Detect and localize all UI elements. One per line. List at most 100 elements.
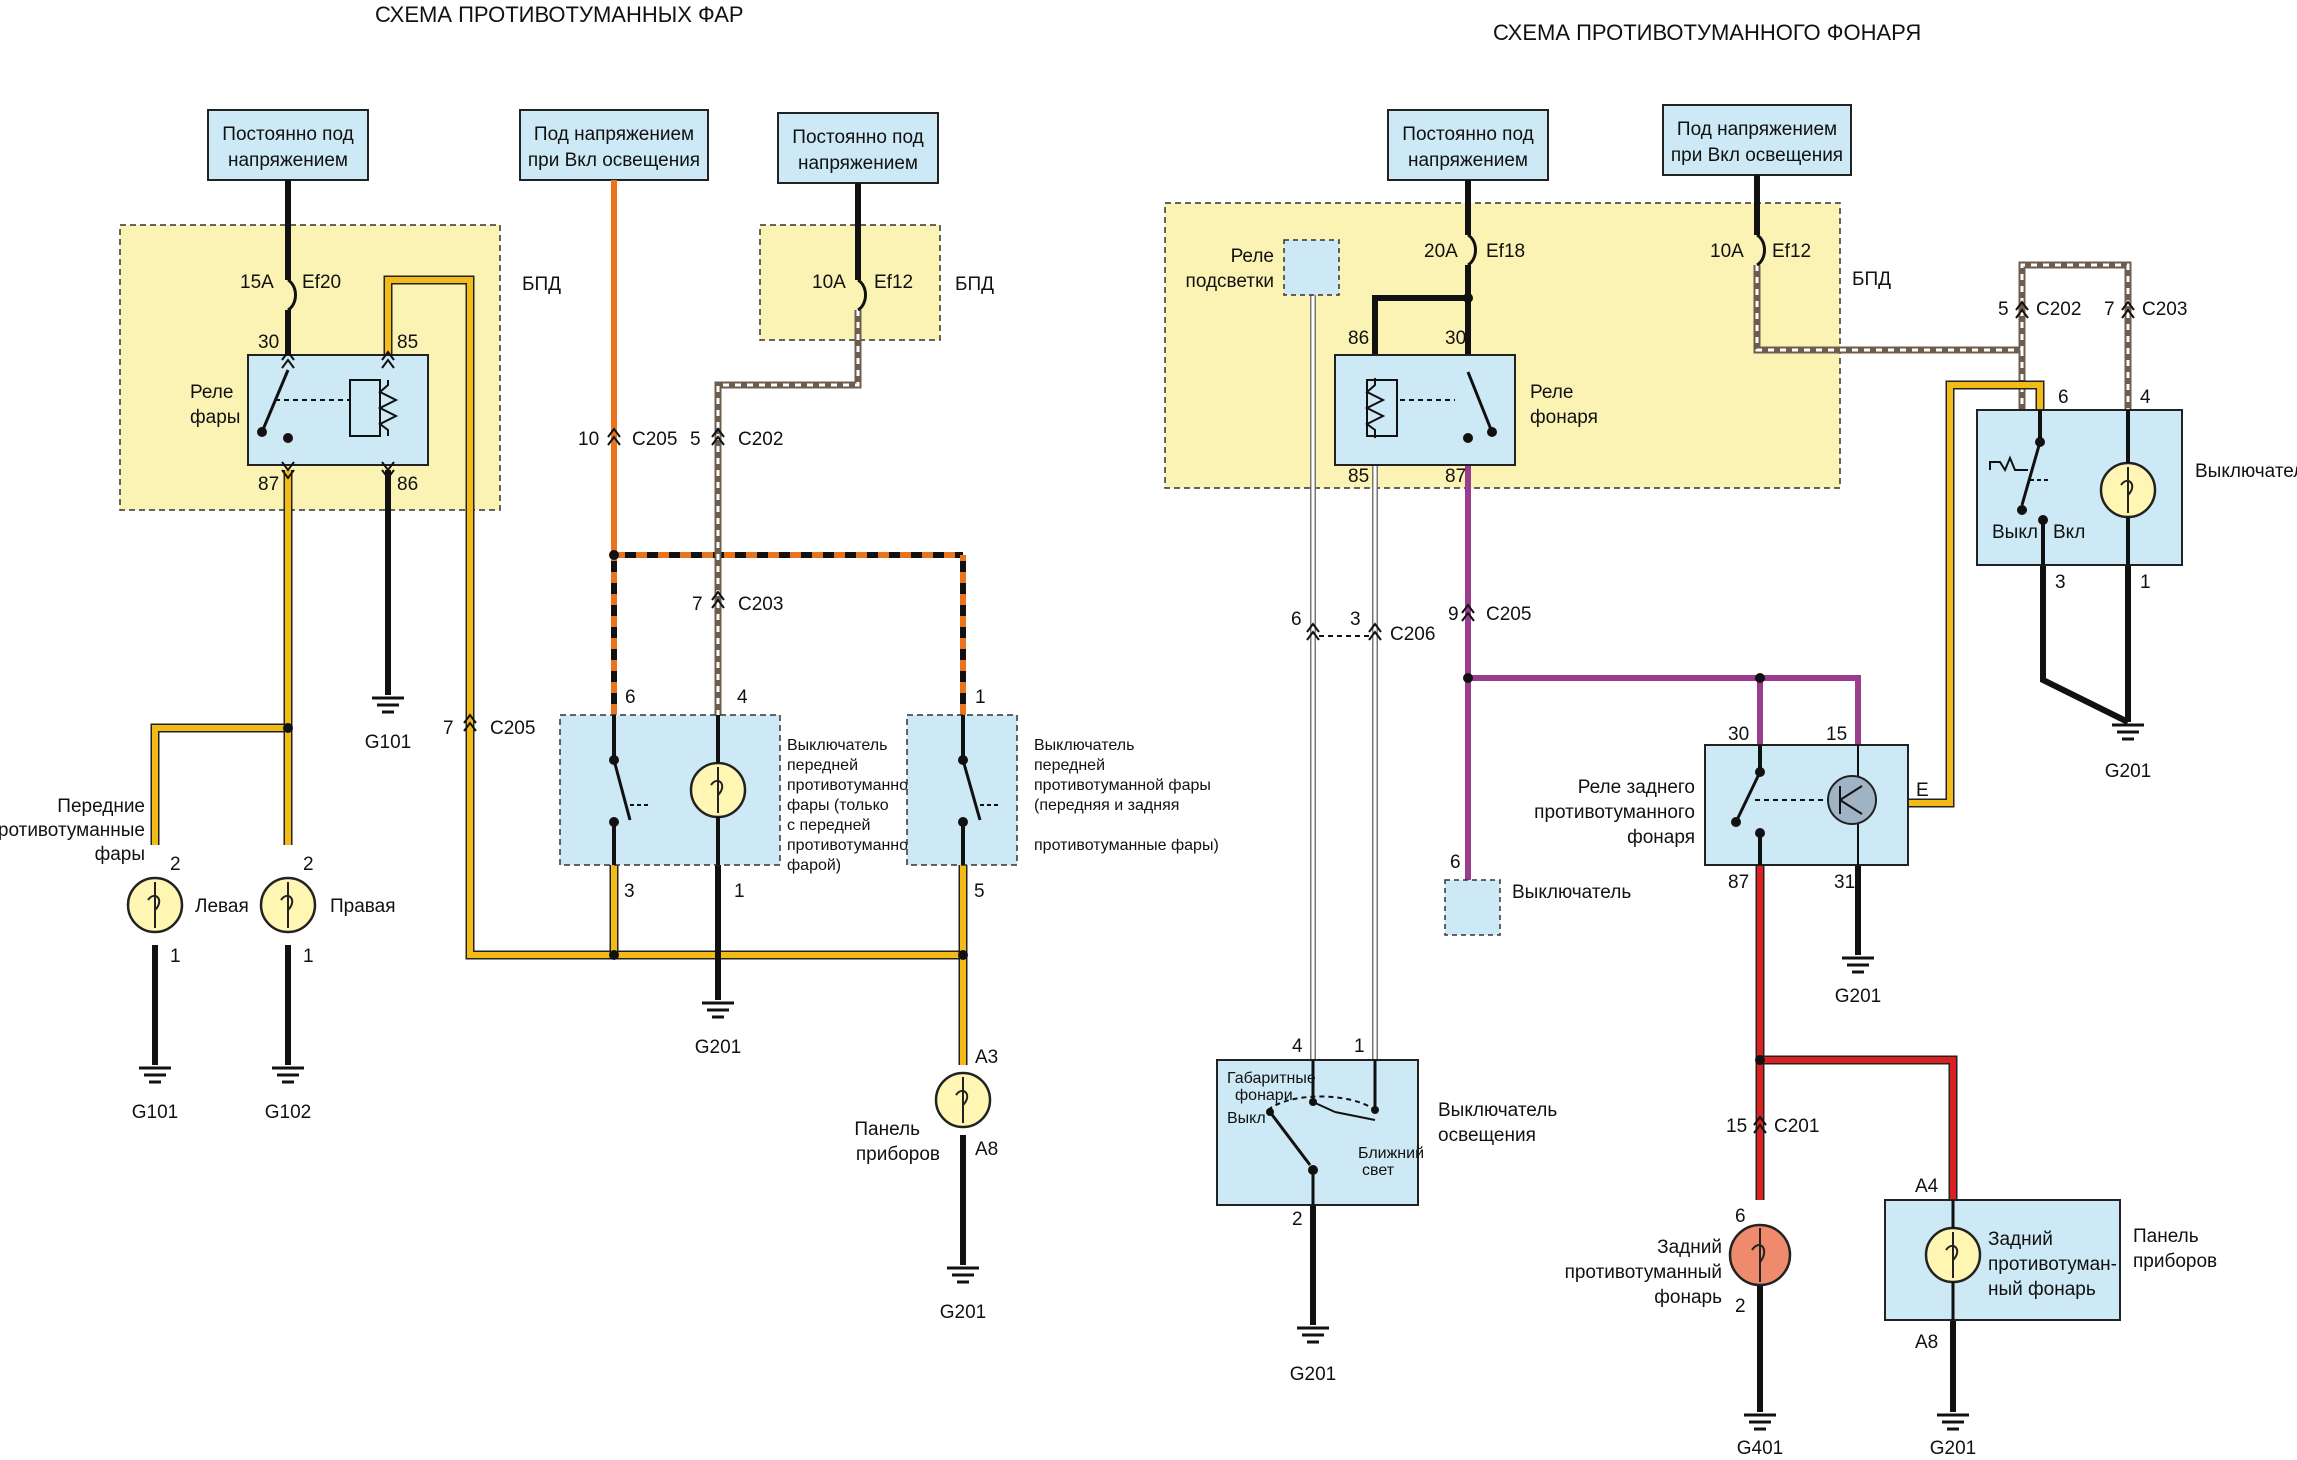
c201-pin-15: 15 [1726, 1116, 1747, 1137]
svg-text:Постоянно под: Постоянно под [792, 127, 923, 148]
c206-pin-6: 6 [1291, 609, 1302, 630]
c202-pin-5: 5 [690, 429, 701, 450]
svg-text:приборов: приборов [2133, 1251, 2217, 1272]
power-box-const-right: Постоянно под напряжением [1387, 109, 1549, 181]
svg-text:Ef20: Ef20 [302, 272, 341, 293]
svg-text:Правая: Правая [330, 896, 396, 917]
svg-text:Выключатель: Выключатель [2195, 461, 2297, 482]
svg-text:G101: G101 [132, 1102, 178, 1123]
svg-text:1: 1 [2140, 572, 2151, 593]
front-fog-switch-front-rear-label: Выключатель передней противотуманной фар… [1034, 737, 1219, 854]
svg-text:1: 1 [170, 946, 181, 967]
c205-pin-10: 10 [578, 429, 599, 450]
ground-g201-light-switch: G201 [1290, 1326, 1336, 1385]
svg-text:противотуманного: противотуманного [1534, 802, 1695, 823]
ground-g401: G401 [1737, 1413, 1783, 1459]
svg-text:противотуман-: противотуман- [1988, 1254, 2117, 1275]
ground-g101-relay: G101 [365, 696, 411, 753]
ground-g101-lamp: G101 [132, 1066, 178, 1123]
svg-text:Постоянно под: Постоянно под [222, 124, 353, 145]
svg-text:Ef12: Ef12 [874, 272, 913, 293]
front-fog-switch-front-rear: 1 5 [906, 687, 1018, 902]
svg-text:Ef12: Ef12 [1772, 241, 1811, 262]
fuse-block-label-ef12: БПД [955, 274, 994, 295]
front-fog-switch-front-only-label: Выключатель передней противотуманной фар… [787, 737, 917, 874]
svg-text:напряжением: напряжением [798, 153, 918, 174]
svg-text:Габаритные: Габаритные [1227, 1070, 1316, 1087]
svg-text:Выключатель: Выключатель [1034, 737, 1134, 754]
c205-pin-7: 7 [443, 718, 454, 739]
power-box-const-ef12: Постоянно под напряжением [777, 112, 939, 184]
svg-text:4: 4 [737, 687, 748, 708]
front-fog-lamp-left: 2 1 Левая [126, 854, 249, 967]
svg-text:фонари: фонари [1235, 1087, 1293, 1104]
fuse-ef20: 15A Ef20 [240, 272, 341, 312]
svg-text:фарой): фарой) [787, 857, 841, 874]
front-fog-lamp-right: 2 1 Правая [259, 854, 396, 967]
svg-text:4: 4 [2140, 387, 2151, 408]
svg-text:Ближний: Ближний [1358, 1145, 1424, 1162]
svg-text:противотуманной: противотуманной [787, 777, 917, 794]
c205-label-right: C205 [1486, 604, 1531, 625]
fuse-block-label-left: БПД [522, 274, 561, 295]
c202-label-left: C202 [738, 429, 783, 450]
svg-text:G201: G201 [1835, 986, 1881, 1007]
svg-text:G201: G201 [2105, 761, 2151, 782]
front-fog-label-1: Передние [57, 796, 145, 817]
svg-text:86: 86 [397, 474, 418, 495]
svg-text:противотуманные фары): противотуманные фары) [1034, 837, 1219, 854]
ground-g201-rear-switch: G201 [2105, 723, 2151, 782]
fuse-block-label-right: БПД [1852, 269, 1891, 290]
svg-text:A4: A4 [1915, 1176, 1939, 1197]
rear-fog-relay: 30 15 87 31 E Реле заднего противотуманн… [1534, 724, 1929, 893]
svg-text:фонарь: фонарь [1654, 1287, 1722, 1308]
svg-text:Выключатель: Выключатель [1438, 1100, 1557, 1121]
c201-label: C201 [1774, 1116, 1819, 1137]
svg-text:Реле заднего: Реле заднего [1578, 777, 1695, 798]
svg-text:1: 1 [303, 946, 314, 967]
fuse-block-ef12-left [759, 224, 941, 341]
connector-marks-right [1306, 300, 2135, 1134]
rear-fog-lamp: 6 2 Задний противотуманный фонарь [1565, 1206, 1792, 1317]
fog-lamp-relay: Реле фонаря 86 30 85 87 [1334, 328, 1598, 487]
svg-text:освещения: освещения [1438, 1125, 1536, 1146]
svg-text:2: 2 [1292, 1209, 1303, 1230]
right-diagram-title: СХЕМА ПРОТИВОТУМАННОГО ФОНАРЯ [1493, 20, 1921, 45]
svg-text:Выключатель: Выключатель [1512, 882, 1631, 903]
headlamp-relay: Реле фары 30 85 87 86 [190, 332, 429, 495]
power-box-lights-right: Под напряжением при Вкл освещения [1662, 104, 1852, 176]
svg-text:87: 87 [1728, 872, 1749, 893]
c203-label-left: C203 [738, 594, 783, 615]
c202-label-right: C202 [2036, 299, 2081, 320]
c205-pin-9: 9 [1448, 604, 1459, 625]
svg-text:3: 3 [2055, 572, 2066, 593]
svg-text:E: E [1916, 780, 1929, 801]
front-fog-label-3: фары [95, 844, 145, 865]
svg-text:подсветки: подсветки [1186, 271, 1274, 292]
ground-g201-rear-cluster: G201 [1930, 1413, 1976, 1459]
svg-text:(передняя и задняя: (передняя и задняя [1034, 797, 1179, 814]
svg-text:Панель: Панель [854, 1119, 920, 1140]
svg-text:напряжением: напряжением [1408, 150, 1528, 171]
c203-pin-7: 7 [692, 594, 703, 615]
svg-text:с передней: с передней [787, 817, 870, 834]
left-junctions [283, 550, 968, 960]
svg-text:15A: 15A [240, 272, 274, 293]
svg-text:фары (только: фары (только [787, 797, 889, 814]
svg-text:G201: G201 [695, 1037, 741, 1058]
svg-text:1: 1 [734, 881, 745, 902]
svg-text:87: 87 [1445, 466, 1466, 487]
svg-text:фонаря: фонаря [1627, 827, 1695, 848]
svg-text:2: 2 [303, 854, 314, 875]
rear-fog-switch: Выкл Вкл 6 4 3 1 Выключатель [1976, 387, 2297, 593]
ground-g201-rear-relay: G201 [1835, 956, 1881, 1007]
c205-label-left: C205 [632, 429, 677, 450]
svg-text:10A: 10A [1710, 241, 1744, 262]
svg-text:Выключатель: Выключатель [787, 737, 887, 754]
svg-text:G201: G201 [1930, 1438, 1976, 1459]
svg-text:6: 6 [625, 687, 636, 708]
fuse-ef12-left: 10A Ef12 [812, 272, 913, 312]
svg-text:2: 2 [1735, 1296, 1746, 1317]
svg-text:напряжением: напряжением [228, 150, 348, 171]
